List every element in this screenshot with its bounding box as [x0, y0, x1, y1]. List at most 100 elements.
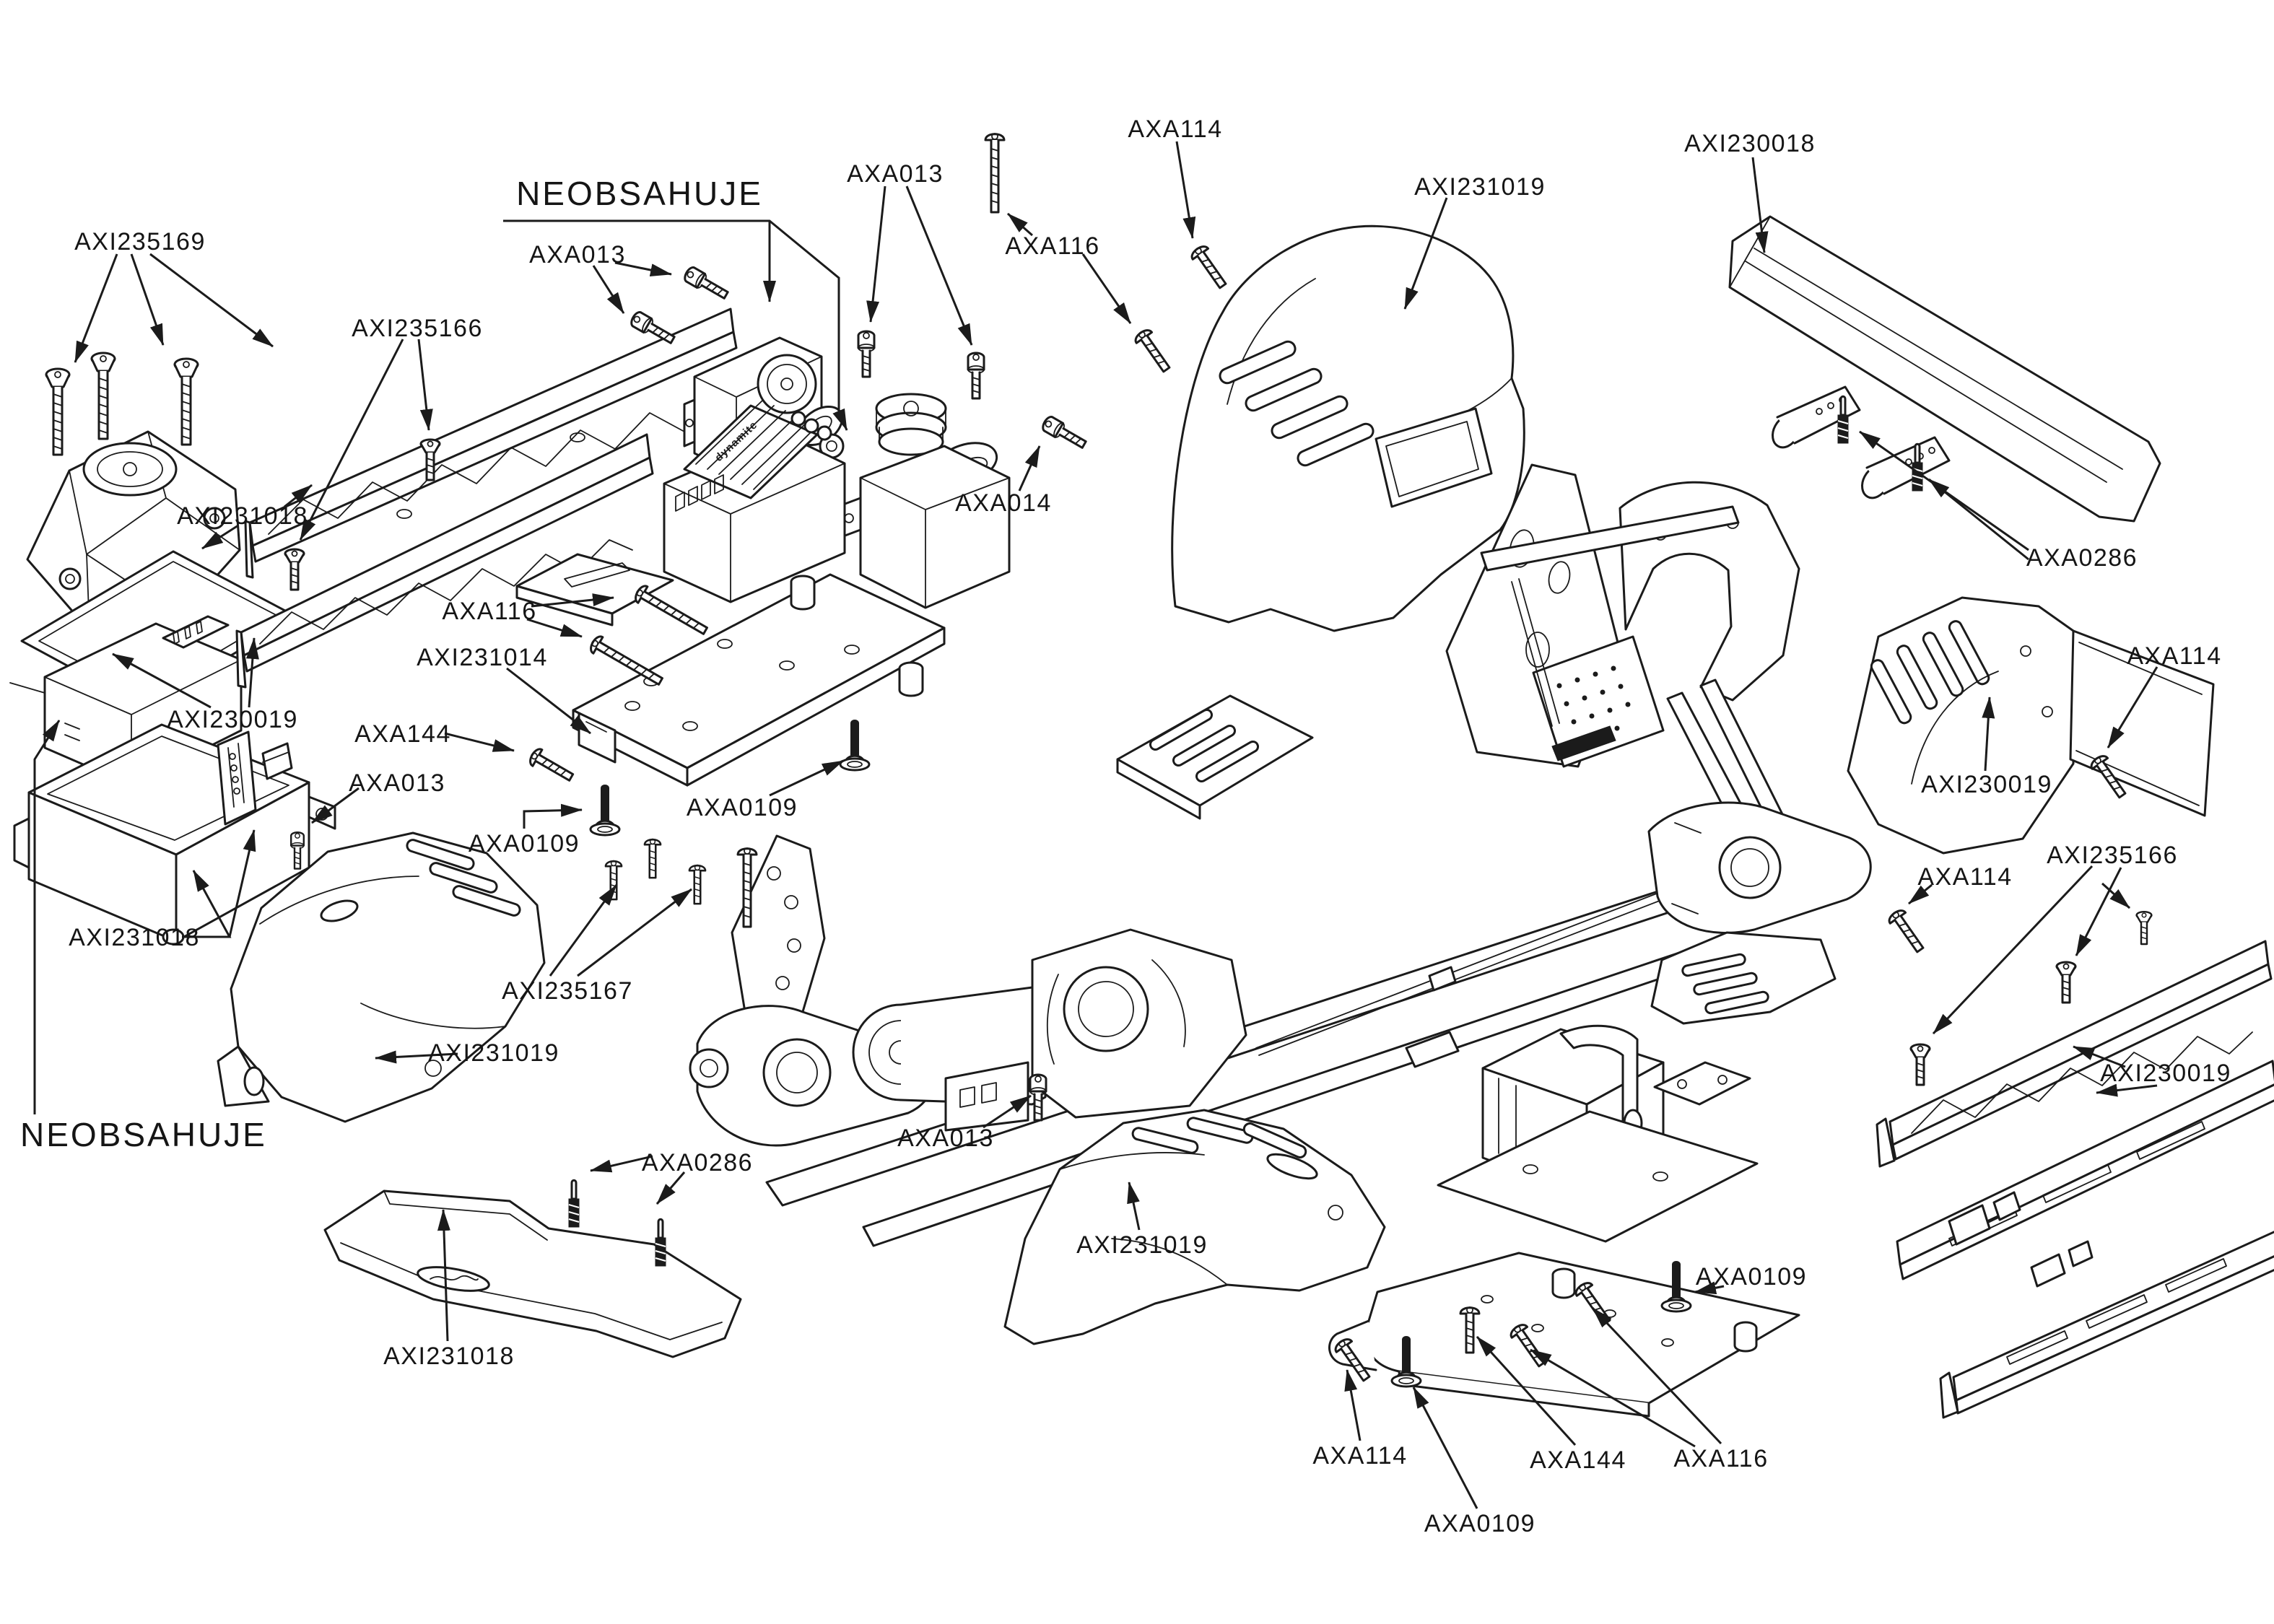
leader-axi235166-t-1 — [417, 339, 433, 431]
label-axa013-tl: AXA013 — [529, 241, 626, 269]
leader-axa0109-m-0 — [769, 759, 844, 797]
leader-axi231018-l-1 — [228, 829, 256, 938]
label-axa114-rm: AXA114 — [1917, 863, 2012, 891]
leader-neobsahuje-top-0 — [503, 219, 848, 431]
leader-axi235169-0 — [74, 253, 118, 363]
leader-axa116-m-1 — [526, 618, 583, 638]
leader-axa013-tr-0 — [866, 185, 886, 323]
leader-axa0109-ml-0 — [523, 803, 583, 829]
leader-axa144-l-0 — [444, 732, 515, 752]
leader-axi230018-0 — [1751, 157, 1769, 253]
leader-axa013-bm-0 — [983, 1094, 1032, 1129]
leader-axa0109-br-0 — [1694, 1281, 1725, 1295]
leader-axi235166-r-1 — [2075, 867, 2122, 956]
label-axi235166-t: AXI235166 — [352, 315, 483, 342]
part-esc: dynamite — [663, 400, 846, 603]
label-axa116-b: AXA116 — [1673, 1445, 1768, 1472]
leader-axi231019-t-0 — [1403, 197, 1448, 310]
label-axa0109-br: AXA0109 — [1696, 1263, 1807, 1291]
part-rear-fender-mid-axi231019 — [1003, 1109, 1386, 1345]
leader-axa114-t-0 — [1175, 141, 1196, 239]
part-dig-servo — [836, 393, 1011, 609]
part-rock-slider-axi231018 — [323, 1189, 742, 1358]
label-axa114-rt: AXA114 — [2127, 642, 2221, 670]
leader-axi231014-0 — [506, 667, 591, 735]
label-axi231014: AXI231014 — [417, 644, 548, 671]
leader-axi231019-bm-0 — [1127, 1182, 1141, 1231]
leader-axa0286-l-0 — [590, 1155, 653, 1173]
leader-axa114-rm-0 — [1908, 883, 1933, 905]
leader-axi230019-rr-1 — [2096, 1083, 2158, 1097]
leader-axi230019-l-0 — [112, 652, 212, 709]
label-axa116-m: AXA116 — [442, 598, 536, 625]
part-body-panel-front-axi231019 — [1116, 224, 1525, 820]
leader-axa114-rt-0 — [2107, 666, 2158, 748]
leader-axi230019-rr-0 — [2073, 1045, 2126, 1068]
label-axi231019-bm: AXI231019 — [1076, 1231, 1208, 1259]
label-axa144-l: AXA144 — [354, 720, 451, 748]
leader-axi235169-1 — [130, 253, 165, 346]
leader-axa013-ml-0 — [311, 787, 360, 824]
axial-logo — [1551, 725, 1616, 761]
label-axi231019-t: AXI231019 — [1414, 173, 1546, 201]
label-axa014: AXA014 — [955, 489, 1052, 517]
leader-axa116-b-0 — [1530, 1348, 1696, 1448]
part-front-fender-left-axi231019 — [217, 831, 546, 1123]
label-axa114-b: AXA114 — [1312, 1442, 1407, 1470]
leader-axa014-0 — [1018, 445, 1041, 492]
leader-axa116-t-0 — [1007, 212, 1033, 237]
part-servo-plate — [515, 553, 674, 627]
label-axi230019-l: AXI230019 — [167, 706, 298, 733]
label-axa116-t: AXA116 — [1005, 232, 1099, 260]
leader-axi235166-r-2 — [2101, 882, 2131, 909]
label-axa114-t: AXA114 — [1128, 115, 1222, 143]
part-rock-rail-right-lower — [1896, 1060, 2274, 1280]
label-axa013-tr: AXA013 — [847, 160, 944, 188]
label-axi231018-l: AXI231018 — [69, 924, 200, 951]
leader-axa114-b-0 — [1344, 1369, 1362, 1441]
leader-axi231018-s-0 — [437, 1209, 450, 1342]
leader-axa013-tl-1 — [592, 265, 625, 314]
label-axa013-ml: AXA013 — [349, 769, 445, 797]
label-axa0286-l: AXA0286 — [642, 1149, 753, 1176]
label-axa013-bm: AXA013 — [897, 1125, 994, 1152]
leader-axi235167-0 — [549, 884, 618, 977]
label-axi231018-s: AXI231018 — [383, 1343, 515, 1370]
leader-axa0286-r-1 — [1928, 478, 2029, 561]
leader-axi235166-t-0 — [299, 339, 404, 541]
part-chassis-rail-lower — [235, 433, 654, 689]
leader-lines-layer — [33, 141, 2158, 1509]
parts-layer: dynamite — [9, 215, 2274, 1419]
leader-axa013-tl-0 — [614, 261, 672, 276]
label-axa0109-m: AXA0109 — [687, 794, 798, 821]
part-chassis-rail-upper — [244, 307, 738, 579]
part-side-step-right — [1939, 1231, 2274, 1419]
label-axi235166-r: AXI235166 — [2047, 842, 2178, 869]
leader-axa116-t-1 — [1081, 253, 1132, 324]
leader-axi235167-1 — [577, 888, 692, 977]
leader-axa116-m-0 — [531, 593, 614, 608]
label-axa144-b: AXA144 — [1530, 1446, 1626, 1474]
part-antenna-clip — [217, 730, 293, 826]
leader-axi230019-rf-0 — [1982, 697, 1995, 772]
leader-axi231019-lf-0 — [375, 1050, 458, 1064]
leader-axi235169-2 — [149, 253, 274, 348]
leader-axa0109-bc-0 — [1412, 1387, 1478, 1509]
labels-layer: AXI235169AXI235166NEOBSAHUJEAXA013AXA013… — [20, 115, 2231, 1537]
label-axi231019-lf: AXI231019 — [428, 1039, 559, 1067]
leader-neobsahuje-b-0 — [33, 720, 61, 1114]
label-axa0109-bc: AXA0109 — [1424, 1510, 1535, 1537]
leader-axi231018-tl-1 — [201, 524, 239, 550]
label-axi235167: AXI235167 — [502, 977, 633, 1005]
part-battery-tray-assembly — [1328, 931, 1837, 1418]
label-axi230019-rr: AXI230019 — [2100, 1060, 2231, 1087]
leader-axa0286-l-1 — [655, 1171, 686, 1205]
label-axi235169: AXI235169 — [74, 228, 206, 256]
leader-axa013-tr-1 — [905, 185, 973, 346]
label-axi231018-tl: AXI231018 — [177, 502, 308, 530]
part-rock-rail-right-upper — [1876, 940, 2273, 1168]
label-axa0286-r: AXA0286 — [2026, 544, 2138, 572]
leader-axi230019-l-1 — [245, 637, 259, 708]
leader-axi231018-tl-0 — [284, 484, 313, 508]
